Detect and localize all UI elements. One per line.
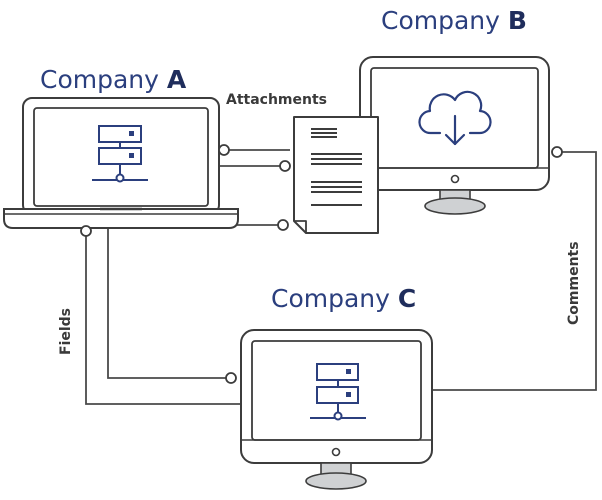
endpoint bbox=[218, 144, 230, 156]
monitor-c-power bbox=[331, 447, 341, 457]
company-c-name: Company bbox=[271, 284, 390, 313]
document-icon bbox=[293, 116, 379, 234]
laptop-screen bbox=[33, 107, 209, 207]
monitor-c-base bbox=[305, 472, 367, 490]
endpoint bbox=[551, 146, 563, 158]
company-b-letter: B bbox=[508, 6, 527, 35]
endpoint bbox=[277, 219, 289, 231]
company-a-title: Company A bbox=[40, 65, 187, 94]
company-b-monitor bbox=[359, 56, 550, 215]
connector-fields-outer bbox=[85, 236, 241, 405]
company-c-title: Company C bbox=[271, 284, 416, 313]
company-b-name: Company bbox=[381, 6, 500, 35]
laptop-base bbox=[3, 208, 239, 229]
endpoint bbox=[279, 160, 291, 172]
server-icon bbox=[92, 125, 148, 183]
connector-comments bbox=[432, 151, 597, 391]
monitor-c-screen bbox=[251, 340, 422, 441]
company-b-title: Company B bbox=[381, 6, 527, 35]
endpoint bbox=[225, 372, 237, 384]
comments-label: Comments bbox=[566, 241, 582, 325]
monitor-b-power bbox=[450, 174, 460, 184]
cloud-download-icon bbox=[418, 90, 492, 146]
attachments-label: Attachments bbox=[226, 92, 327, 108]
monitor-b-base bbox=[424, 197, 486, 215]
connector-fields-inner bbox=[107, 226, 226, 379]
server-icon bbox=[310, 363, 366, 421]
company-c-monitor bbox=[240, 329, 433, 490]
connector-endpoints bbox=[80, 144, 563, 384]
company-a-laptop bbox=[3, 97, 239, 229]
company-c-letter: C bbox=[398, 284, 416, 313]
company-a-name: Company bbox=[40, 65, 159, 94]
fields-label: Fields bbox=[58, 308, 74, 355]
endpoint bbox=[80, 225, 92, 237]
company-a-letter: A bbox=[167, 65, 187, 94]
